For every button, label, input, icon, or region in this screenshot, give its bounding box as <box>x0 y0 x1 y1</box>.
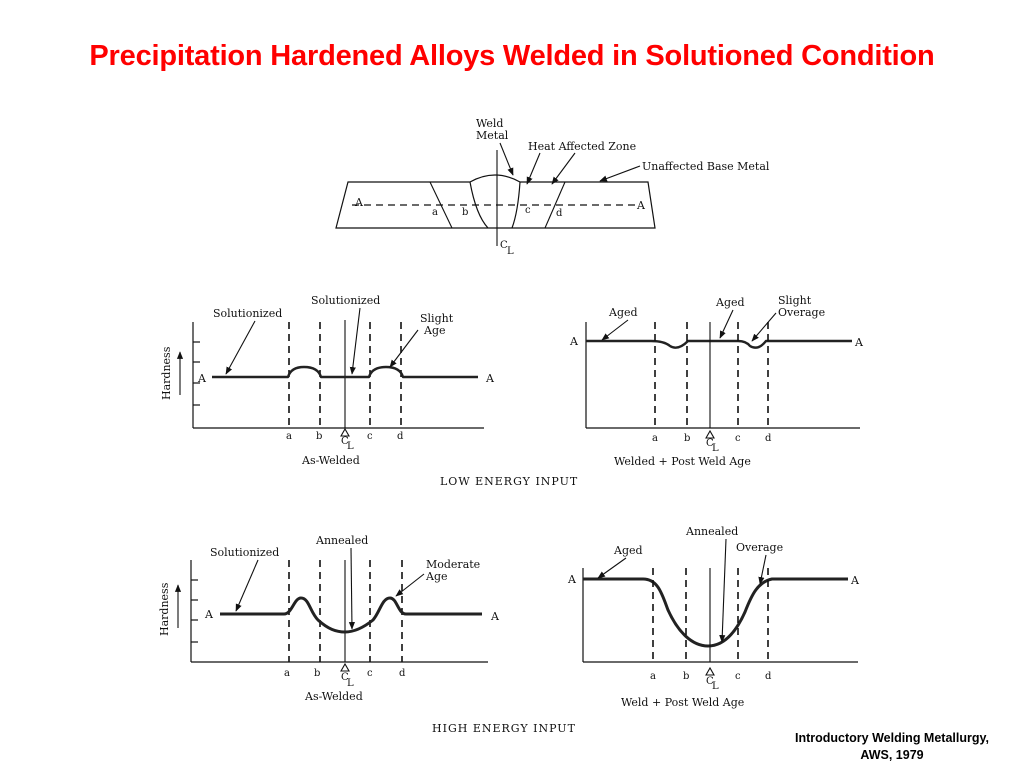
weld-metal-label-1: Weld <box>476 117 503 130</box>
caption-high-post-weld-age: Weld + Post Weld Age <box>621 696 744 709</box>
annotation-slight-overage-2: Overage <box>778 306 825 319</box>
curve-label-a-right: A <box>485 372 495 385</box>
section-label-high-energy: HIGH ENERGY INPUT <box>432 722 576 735</box>
citation-line-2: AWS, 1979 <box>860 748 924 762</box>
citation: Introductory Welding Metallurgy, AWS, 19… <box>772 730 1012 764</box>
x-label-cl-c: C <box>341 672 349 683</box>
x-label-a: a <box>650 671 656 682</box>
x-label-b: b <box>683 671 689 682</box>
slide-title: Precipitation Hardened Alloys Welded in … <box>89 40 935 72</box>
caption-high-as-welded: As-Welded <box>304 690 363 703</box>
x-label-c: c <box>367 668 373 679</box>
x-label-a: a <box>286 431 292 442</box>
curve-label-a-left: A <box>204 608 214 621</box>
annotation-solutionized: Solutionized <box>210 546 279 559</box>
zone-label-a: a <box>432 207 438 218</box>
curve-label-a-left: A <box>197 372 207 385</box>
annotation-moderate-age-2: Age <box>425 570 448 583</box>
base-metal-label: Unaffected Base Metal <box>642 160 770 173</box>
annotation-annealed: Annealed <box>685 525 738 538</box>
x-label-c: c <box>735 433 741 444</box>
annotation-solutionized-1: Solutionized <box>213 307 282 320</box>
weld-cross-section: A A a b c d C L Weld Metal Heat Affected… <box>335 117 770 257</box>
zone-label-d: d <box>556 208 563 219</box>
x-label-cl-l: L <box>347 678 354 689</box>
annotation-aged-2: Aged <box>715 296 745 309</box>
x-label-a: a <box>284 668 290 679</box>
x-label-cl-c: C <box>341 436 349 447</box>
x-label-c: c <box>735 671 741 682</box>
x-label-d: d <box>397 431 404 442</box>
annotation-moderate-age-1: Moderate <box>426 558 480 571</box>
centerline-l: L <box>507 246 514 257</box>
x-label-cl-c: C <box>706 438 714 449</box>
annotation-slight-age-2: Age <box>423 324 446 337</box>
x-label-cl-l: L <box>712 443 719 454</box>
citation-line-1: Introductory Welding Metallurgy, <box>795 731 989 745</box>
caption-low-as-welded: As-Welded <box>301 454 360 467</box>
zone-label-c: c <box>525 205 531 216</box>
annotation-slight-age-1: Slight <box>420 312 454 325</box>
curve-label-a-right: A <box>854 336 864 349</box>
x-label-d: d <box>765 671 772 682</box>
annotation-annealed: Annealed <box>315 534 368 547</box>
x-label-cl-c: C <box>706 676 714 687</box>
zone-label-b: b <box>462 207 468 218</box>
annotation-overage: Overage <box>736 541 783 554</box>
x-label-b: b <box>684 433 690 444</box>
curve-label-a-left: A <box>567 573 577 586</box>
x-label-d: d <box>765 433 772 444</box>
annotation-aged: Aged <box>613 544 643 557</box>
x-label-b: b <box>314 668 320 679</box>
x-label-a: a <box>652 433 658 444</box>
centerline-c: C <box>500 240 508 251</box>
x-label-cl-l: L <box>347 441 354 452</box>
curve-label-a-right: A <box>490 610 500 623</box>
hardness-axis-label: Hardness <box>160 346 173 400</box>
section-label-a-left: A <box>354 196 364 209</box>
panel-low-as-welded: Hardness A A a b C L c d Solutionized So… <box>160 294 495 467</box>
x-label-c: c <box>367 431 373 442</box>
x-label-cl-l: L <box>712 681 719 692</box>
annotation-slight-overage-1: Slight <box>778 294 812 307</box>
x-label-d: d <box>399 668 406 679</box>
curve-label-a-right: A <box>850 574 860 587</box>
section-label-a-right: A <box>636 199 646 212</box>
panel-low-post-weld-age: A A a b C L c d Aged Aged Slight Overage… <box>569 294 864 468</box>
haz-label: Heat Affected Zone <box>528 140 636 153</box>
hardness-axis-label: Hardness <box>158 582 171 636</box>
annotation-aged-1: Aged <box>608 306 638 319</box>
annotation-solutionized-2: Solutionized <box>311 294 380 307</box>
weld-metal-label-2: Metal <box>476 129 509 142</box>
curve-label-a-left: A <box>569 335 579 348</box>
caption-low-post-weld-age: Welded + Post Weld Age <box>614 455 751 468</box>
panel-high-as-welded: Hardness A A a b C L c d Solutionized An… <box>158 534 500 703</box>
section-label-low-energy: LOW ENERGY INPUT <box>440 475 578 488</box>
panel-high-post-weld-age: A A a b C L c d Aged Annealed Overage We… <box>567 525 860 709</box>
x-label-b: b <box>316 431 322 442</box>
